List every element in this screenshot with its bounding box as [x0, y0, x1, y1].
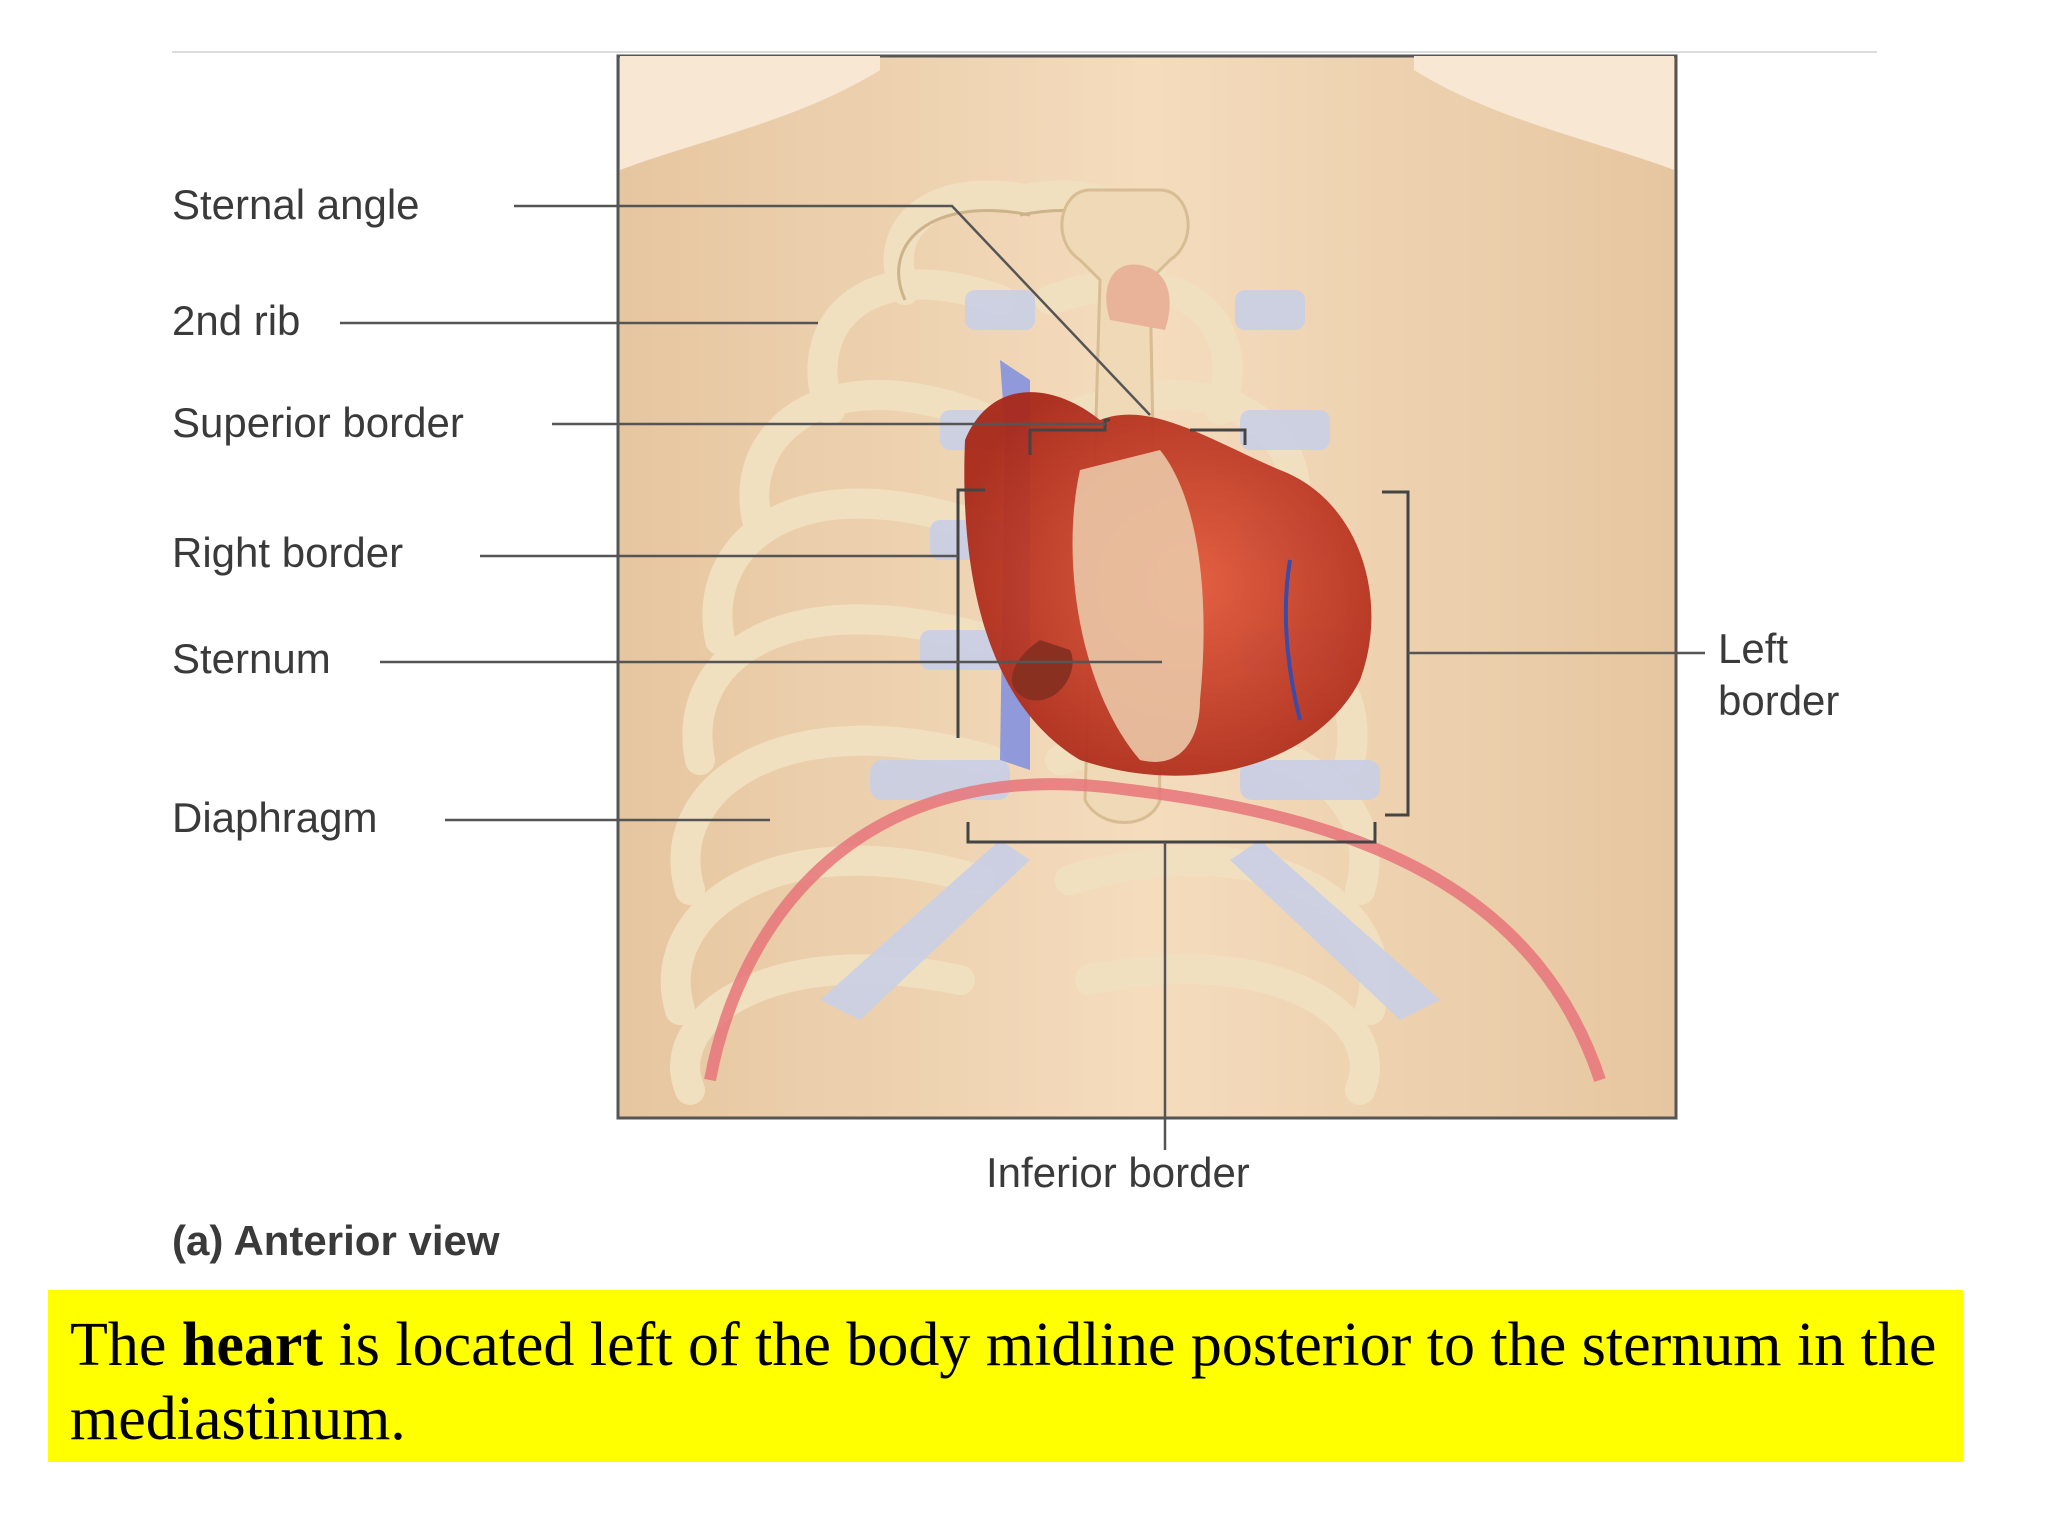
leader-lines	[340, 204, 1705, 1150]
left-shoulder-background	[620, 56, 880, 170]
figure-view-label: (a) Anterior view	[172, 1217, 500, 1264]
caption-bold-heart: heart	[181, 1311, 324, 1379]
label-2nd-rib: 2nd rib	[172, 297, 301, 344]
label-sternum: Sternum	[172, 635, 331, 682]
caption-box: The heart is located left of the body mi…	[48, 1290, 1963, 1462]
heart-illustration	[964, 264, 1372, 776]
caption-after: is located left of the body midline post…	[70, 1311, 1937, 1453]
chest-illustration	[616, 54, 1678, 1120]
heart-pericardium	[1072, 450, 1204, 762]
aorta-arch	[1106, 264, 1170, 330]
label-left-border-line2: border	[1718, 677, 1840, 724]
label-right-border: Right border	[172, 529, 404, 576]
caption-before: The	[70, 1311, 182, 1379]
right-shoulder-background	[1414, 56, 1674, 170]
diaphragm-line	[704, 778, 1606, 1082]
heart-vessel	[1011, 640, 1073, 701]
leader-sternal-angle	[514, 204, 1151, 416]
coronary-vessel	[1283, 559, 1302, 721]
label-superior-border: Superior border	[172, 399, 464, 446]
label-sternal-angle: Sternal angle	[172, 181, 420, 228]
ribs-right	[660, 180, 1045, 1105]
label-inferior-border: Inferior border	[986, 1149, 1250, 1196]
top-divider	[172, 51, 1877, 53]
caption-text: The heart is located left of the body mi…	[70, 1308, 1941, 1456]
label-left-border-line1: Left	[1718, 625, 1789, 672]
label-diaphragm: Diaphragm	[172, 794, 378, 841]
